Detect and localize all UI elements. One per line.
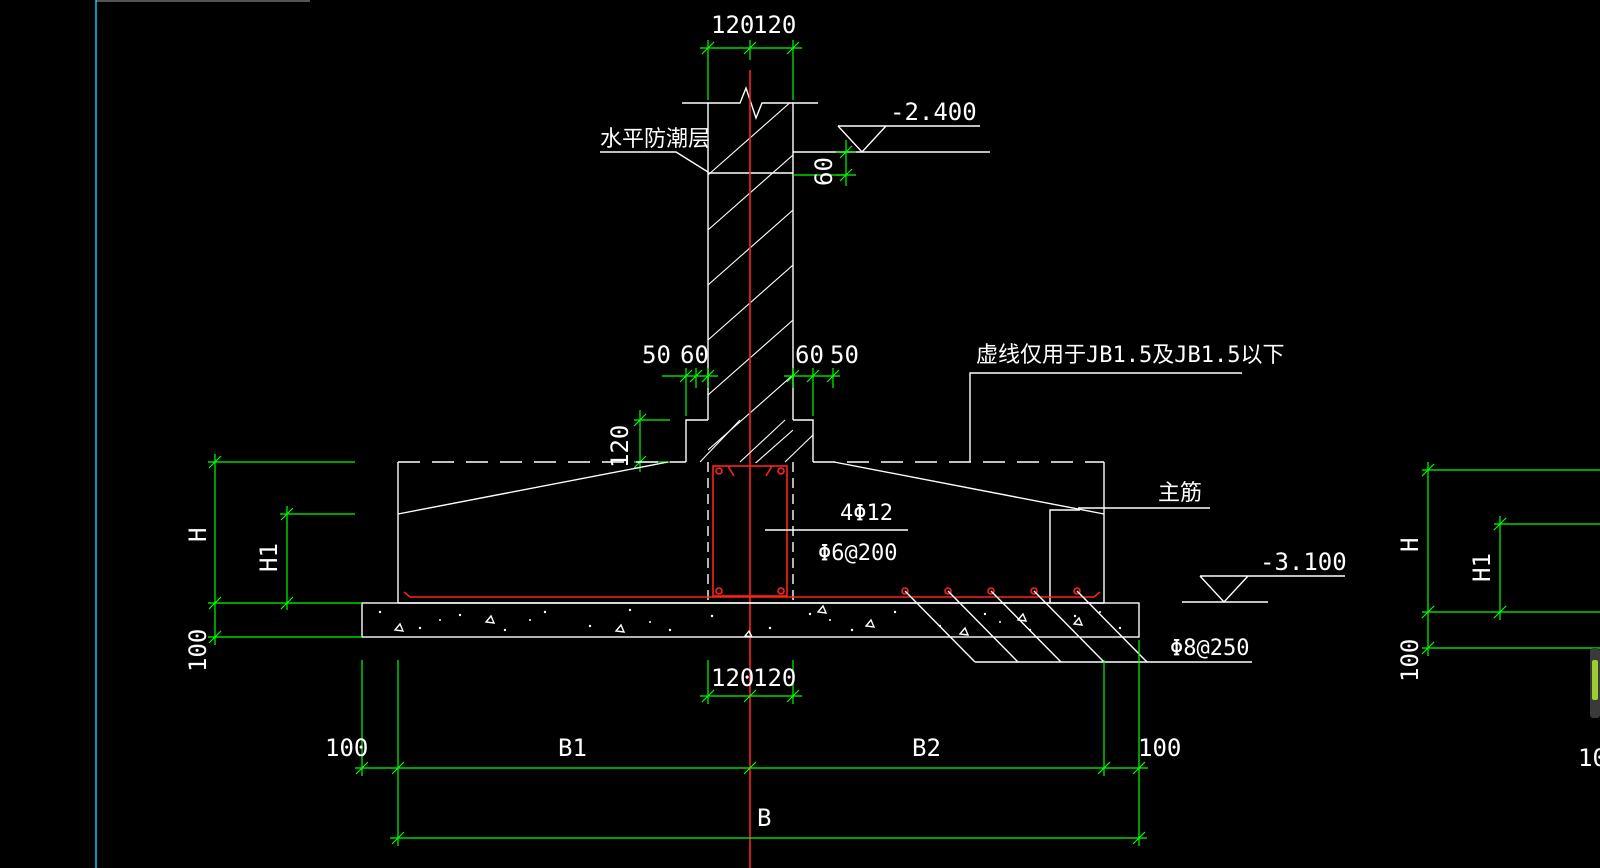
step-left-outer-text: 50: [642, 341, 671, 369]
dpc-leader: 水平防潮层: [600, 127, 710, 173]
edge-left-text: 100: [325, 734, 368, 762]
wall-top-left-text: 120: [711, 11, 754, 39]
column-bottom-right-text: 120: [753, 664, 796, 692]
height-dimensions-left: H H1 100: [184, 454, 362, 672]
height-H-text: H: [184, 528, 212, 542]
column-rebar-main-text: 4Φ12: [840, 501, 893, 526]
width-B1-text: B1: [558, 734, 587, 762]
width-dimension-chain: 100 B1 B2 100 B: [325, 640, 1181, 846]
edge-right-text: 100: [1138, 734, 1181, 762]
cushion-thickness-text: 100: [184, 629, 212, 672]
step-left-inner-text: 60: [680, 341, 709, 369]
column-rebar-cage: [712, 465, 788, 597]
step-height-dimension: 120: [606, 410, 670, 472]
main-rebar-label: 主筋: [1158, 481, 1202, 506]
wall-step-footing: [685, 419, 814, 463]
wall-width-dimension-top: 120 120: [700, 11, 802, 100]
step-height-text: 120: [606, 425, 634, 468]
adjacent-detail-partial: H H1 100 10: [1396, 462, 1600, 772]
scrollbar-thumb[interactable]: [1592, 660, 1598, 700]
strip-footing: [397, 461, 1105, 604]
slab-rebar-leader: Φ8@250: [904, 590, 1252, 663]
column-width-dimension-bottom: 120 120: [700, 660, 802, 704]
column-bottom-left-text: 120: [711, 664, 754, 692]
partial-100-text: 100: [1396, 639, 1424, 682]
elevation-bottom-text: -3.100: [1260, 548, 1347, 576]
width-B2-text: B2: [912, 734, 941, 762]
wall-top-right-text: 120: [753, 11, 796, 39]
dashed-note-text: 虚线仅用于JB1.5及JB1.5以下: [976, 343, 1284, 368]
partial-H-text: H: [1396, 538, 1424, 552]
step-right-outer-text: 50: [830, 341, 859, 369]
side-scrollbar[interactable]: [1590, 648, 1600, 718]
elevation-marker-top: -2.400: [793, 98, 990, 154]
slab-bottom-rebar: [403, 587, 1101, 598]
step-right-inner-text: 60: [795, 341, 824, 369]
column-rebar-leader: 4Φ12 Φ6@200: [765, 501, 908, 566]
slab-rebar-text: Φ8@250: [1170, 636, 1249, 661]
width-B-text: B: [757, 804, 771, 832]
dpc-label: 水平防潮层: [600, 127, 710, 152]
dpc-offset-dimension: 60: [793, 140, 856, 186]
elevation-top-text: -2.400: [890, 98, 977, 126]
dpc-offset-text: 60: [810, 157, 838, 186]
dashed-note-leader: 虚线仅用于JB1.5及JB1.5以下: [969, 343, 1284, 462]
column-stirrup-text: Φ6@200: [818, 541, 897, 566]
partial-H1-text: H1: [1468, 553, 1496, 582]
elevation-marker-bottom: -3.100: [1182, 548, 1347, 604]
main-rebar-leader: 主筋: [1078, 481, 1210, 509]
step-width-dimensions: 50 60 60 50: [642, 341, 859, 416]
partial-cut-text: 10: [1578, 744, 1600, 772]
height-H1-text: H1: [255, 543, 283, 572]
